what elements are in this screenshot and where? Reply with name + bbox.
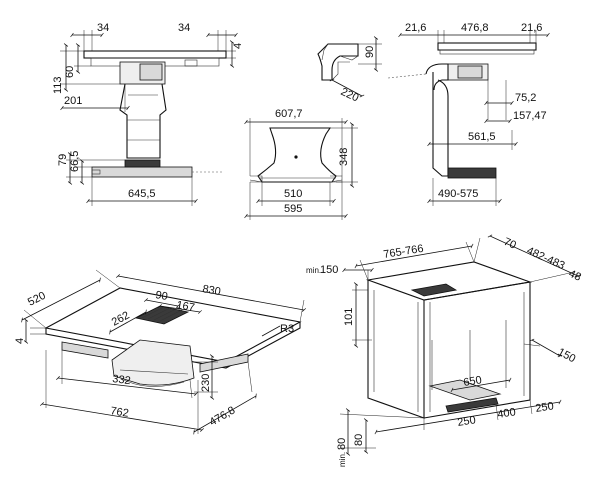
duct-cover-outline — [257, 127, 337, 183]
dim-plinth-height-min: 80 — [336, 438, 348, 450]
worktop-cutout-slot — [410, 283, 458, 297]
hob-top-profile — [83, 50, 227, 59]
dim-side-gap: 150 — [556, 346, 578, 365]
right-hob-top — [437, 42, 537, 51]
dim-elbow-height: 90 — [364, 46, 376, 58]
right-side-view: 21,6 476,8 21,6 75,2 157,47 561,5 490-57… — [387, 22, 550, 206]
dim-base-width: 645,5 — [128, 188, 156, 200]
dim-min-clearance: 150 — [320, 264, 338, 276]
hob-box-left — [61, 341, 109, 359]
elbow-outline — [317, 43, 359, 81]
dim-plinth-height: 80 — [353, 434, 365, 446]
label-min-clearance: min. — [306, 266, 321, 275]
dim-right-left-margin: 21,6 — [405, 22, 426, 34]
dim-motor-width: 332 — [112, 373, 132, 387]
dim-cutout-depth: 476,8 — [208, 404, 238, 428]
right-duct-vertical — [432, 72, 449, 177]
dim-overall-height: 113 — [52, 76, 64, 94]
dim-duct-range: 490-575 — [438, 188, 478, 200]
dim-base-height-a: 79 — [57, 154, 69, 166]
dim-cabinet-cutout-width: 765-766 — [383, 243, 425, 261]
dim-plinth-mid: 400 — [497, 406, 517, 421]
dim-motor-height: 230 — [200, 374, 212, 392]
dim-offset-b: 157,47 — [513, 110, 547, 122]
dim-plinth-left: 250 — [457, 414, 477, 429]
worktop-top — [365, 261, 533, 301]
dim-offset-a: 75,2 — [515, 92, 536, 104]
dim-back-gap: 70 — [502, 236, 518, 252]
dim-hob-depth: 520 — [26, 290, 48, 309]
dim-body-height: 60 — [64, 66, 76, 78]
dim-front-gap: 48 — [567, 268, 583, 284]
dim-hob-thickness: 4 — [14, 338, 26, 344]
filter-box — [139, 63, 163, 81]
duct-column — [119, 83, 167, 159]
dim-top-right: 34 — [178, 22, 190, 34]
dim-duct-height: 348 — [338, 148, 350, 166]
cabinet-view: min. 150 765-766 70 482-483 48 101 150 6… — [306, 234, 583, 467]
dim-duct-reach: 561,5 — [468, 131, 496, 143]
dim-duct-inner-width: 510 — [284, 188, 302, 200]
dim-base-height-b: 66,5 — [69, 151, 81, 172]
dim-cabinet-cutout-depth: 482-483 — [525, 245, 567, 272]
dim-top-panel: 101 — [343, 308, 355, 326]
dim-corner-radius: R3 — [280, 323, 294, 335]
right-outlet — [447, 167, 497, 179]
dim-vent-offset: 262 — [110, 309, 132, 328]
dim-duct-top-width: 607,7 — [275, 108, 303, 120]
dim-cutout-width: 762 — [110, 405, 130, 420]
dim-vent-length: 167 — [175, 299, 195, 314]
hob-perspective-view: 520 830 90 167 262 R3 4 332 230 762 476, — [14, 269, 306, 435]
dim-right-center: 476,8 — [461, 22, 489, 34]
dim-duct-offset: 201 — [64, 95, 82, 107]
side-view: 34 34 4 113 60 201 79 66,5 645,5 — [52, 22, 244, 206]
dim-plinth-opening: 650 — [463, 374, 483, 389]
dim-elbow-depth: 220 — [339, 86, 361, 105]
dim-hob-width: 830 — [201, 283, 221, 298]
dim-duct-outer-width: 595 — [284, 203, 302, 215]
dim-top-left: 34 — [97, 22, 109, 34]
dim-plinth-right: 250 — [535, 400, 555, 415]
dim-vent-width: 90 — [154, 289, 168, 303]
base-plinth — [91, 166, 193, 178]
dim-right-right-margin: 21,6 — [521, 22, 542, 34]
front-duct-view: 607,7 348 510 595 — [244, 108, 358, 220]
dim-thickness: 4 — [232, 43, 244, 49]
label-plinth-min: min. — [338, 452, 347, 467]
elbow-piece: 90 220 — [317, 36, 382, 105]
